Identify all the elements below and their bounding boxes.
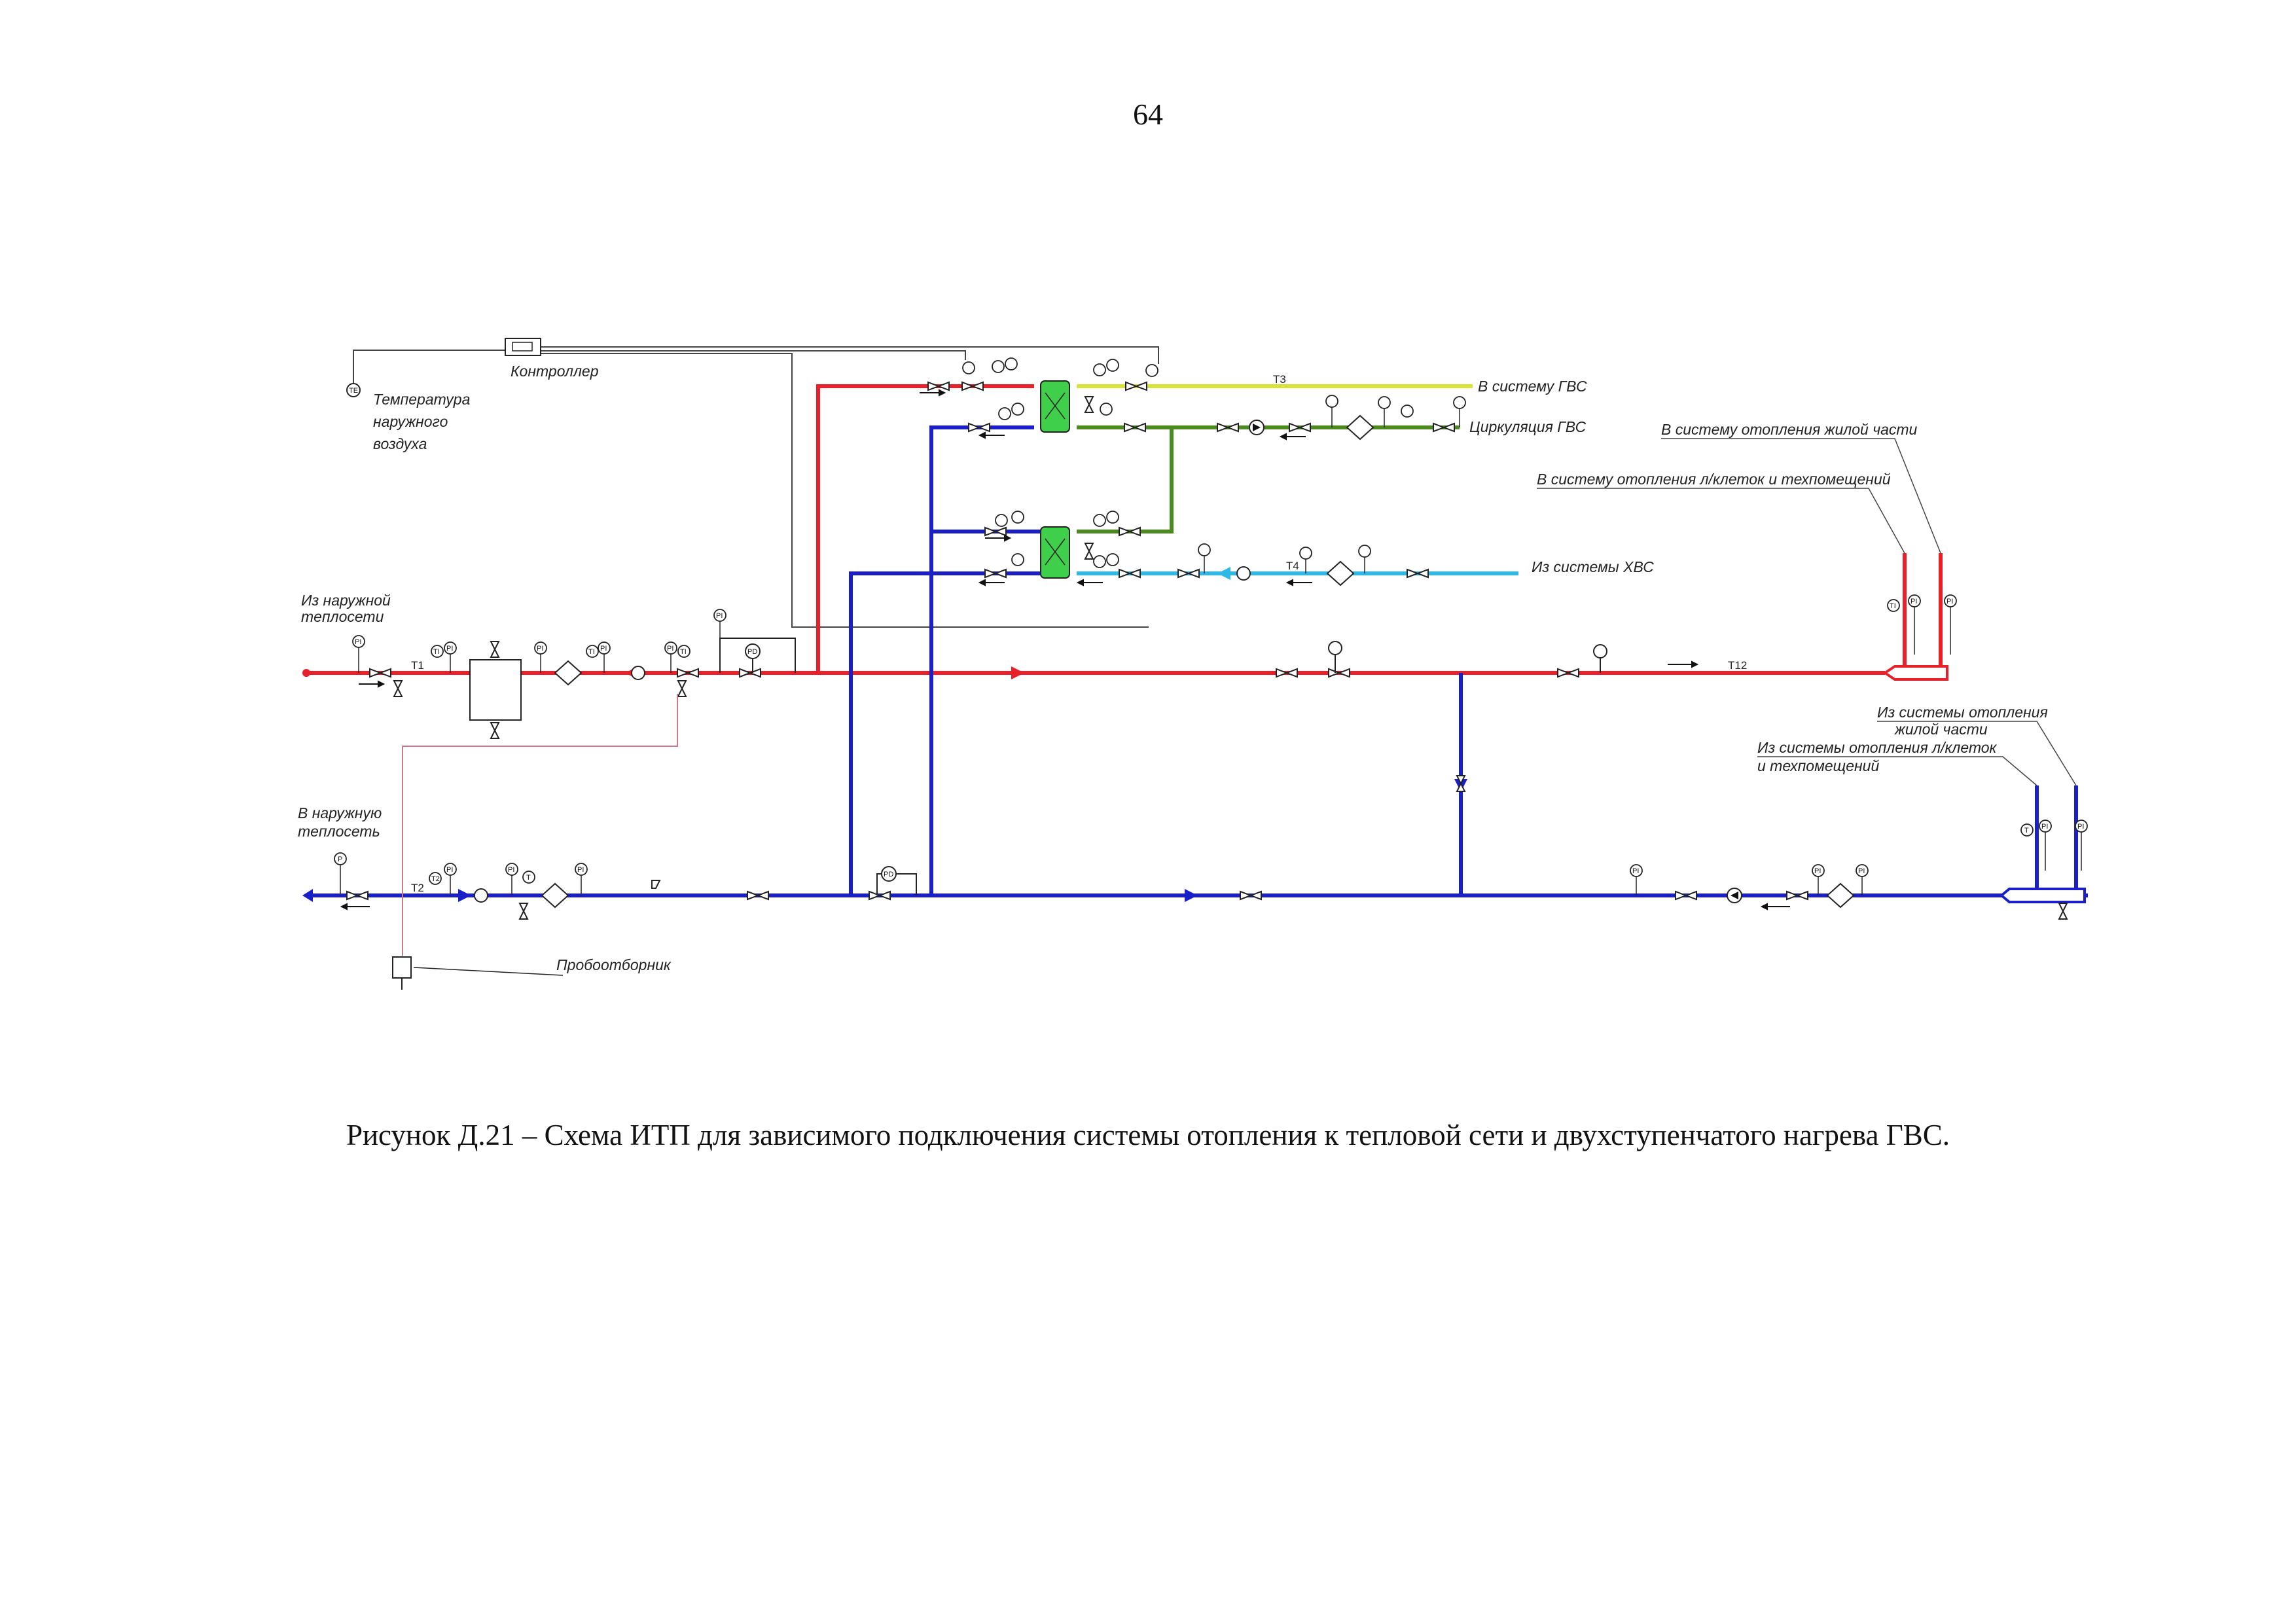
to-heating-stairs-label: В систему отопления л/клеток и техпомеще… [1537, 471, 1891, 488]
svg-text:PI: PI [1814, 867, 1821, 875]
svg-text:TI: TI [680, 648, 687, 656]
pd-labels: PD PD [747, 648, 893, 878]
hws-circulation-label: Циркуляция ГВС [1469, 418, 1587, 435]
t1-label: T1 [411, 659, 424, 672]
t2-label: T2 [411, 882, 424, 894]
svg-text:TI: TI [433, 648, 440, 656]
return-main-flow-marks [302, 779, 1467, 902]
svg-text:PI: PI [600, 645, 607, 653]
from-network-label-1: Из наружной [301, 592, 391, 609]
svg-text:PI: PI [667, 645, 673, 653]
sampling-line [402, 694, 678, 956]
svg-text:PI: PI [2041, 823, 2048, 831]
svg-text:TI: TI [1890, 602, 1896, 610]
svg-text:PI: PI [1632, 867, 1639, 875]
flow-arrows [340, 389, 1790, 911]
gauge-labels: PI TI PI PI TI PI PI TI PI P T2 PI PI T … [338, 598, 2084, 883]
svg-text:PD: PD [747, 648, 757, 656]
svg-text:T2: T2 [431, 875, 440, 883]
sampler [392, 956, 564, 990]
svg-text:PI: PI [537, 645, 543, 653]
svg-text:T: T [526, 874, 531, 882]
heat-exchanger-stage1 [1040, 526, 1070, 579]
page-number: 64 [1133, 98, 1163, 131]
svg-text:TI: TI [588, 648, 595, 656]
to-network-label-2: теплосеть [298, 823, 380, 840]
to-heating-living-leader [1661, 438, 1941, 554]
from-heating-living-label-2: жилой части [1894, 721, 1988, 738]
from-heating-stairs-label-1: Из системы отопления л/клеток [1757, 739, 1998, 756]
svg-text:PI: PI [446, 645, 453, 653]
to-heating-stairs-leader [1537, 488, 1905, 554]
from-heating-living-leader [1877, 721, 2077, 786]
svg-text:PI: PI [716, 612, 723, 620]
to-hws-label: В систему ГВС [1478, 378, 1587, 395]
mud-collector [469, 659, 522, 721]
control-valve-bypass [719, 638, 917, 895]
control-valve-actuators [745, 641, 1607, 882]
signal-lines [353, 346, 1159, 628]
from-heating-stairs-leader [1757, 756, 2037, 786]
supply-header [1882, 665, 1948, 681]
controller-label: Контроллер [511, 363, 599, 380]
svg-text:PI: PI [1858, 867, 1865, 875]
svg-text:PI: PI [1946, 598, 1953, 605]
svg-text:T: T [2024, 827, 2029, 835]
circulation-pipe [1077, 425, 1460, 533]
t12-label: T12 [1728, 659, 1747, 672]
gauge-stems [340, 407, 2082, 895]
to-network-label-1: В наружную [298, 804, 382, 821]
valves [346, 381, 1808, 901]
from-heating-living-label-1: Из системы отопления [1877, 704, 2048, 721]
sampler-label: Пробоотборник [556, 956, 672, 973]
outdoor-temp-label-2: наружного [373, 413, 448, 430]
svg-text:PI: PI [446, 866, 453, 874]
svg-text:TE: TE [349, 387, 358, 395]
figure-caption: Рисунок Д.21 – Схема ИТП для зависимого … [346, 1119, 1950, 1151]
outdoor-temp-sensor: TE [346, 383, 361, 397]
return-header [1999, 888, 2086, 903]
from-heating-stairs-label-2: и техпомещений [1757, 757, 1879, 774]
t3-label: T3 [1273, 373, 1286, 386]
svg-text:P: P [338, 856, 342, 863]
t4-label: T4 [1286, 560, 1299, 572]
gauges [334, 357, 2088, 885]
pumps [1249, 420, 1742, 903]
pump-triangles [1253, 424, 1738, 899]
heat-exchanger-stage2 [1040, 380, 1070, 433]
from-cws-label: Из системы ХВС [1532, 558, 1654, 575]
outdoor-temp-label-3: воздуха [373, 435, 427, 452]
svg-text:PI: PI [1910, 598, 1917, 605]
return-pipes [306, 425, 2088, 897]
outdoor-temp-label-1: Температура [373, 391, 470, 408]
supply-start-dot [302, 669, 310, 677]
controller [505, 338, 541, 356]
from-network-label-2: теплосети [301, 608, 384, 625]
svg-text:PD: PD [884, 871, 893, 878]
cold-water-flow-mark [1217, 567, 1230, 580]
to-heating-living-label: В систему отопления жилой части [1661, 421, 1918, 438]
meters [474, 566, 1251, 903]
svg-text:PI: PI [508, 866, 514, 874]
svg-text:PI: PI [355, 638, 361, 646]
svg-text:PI: PI [577, 866, 584, 874]
svg-text:PI: PI [2077, 823, 2084, 831]
filters [541, 414, 1855, 909]
